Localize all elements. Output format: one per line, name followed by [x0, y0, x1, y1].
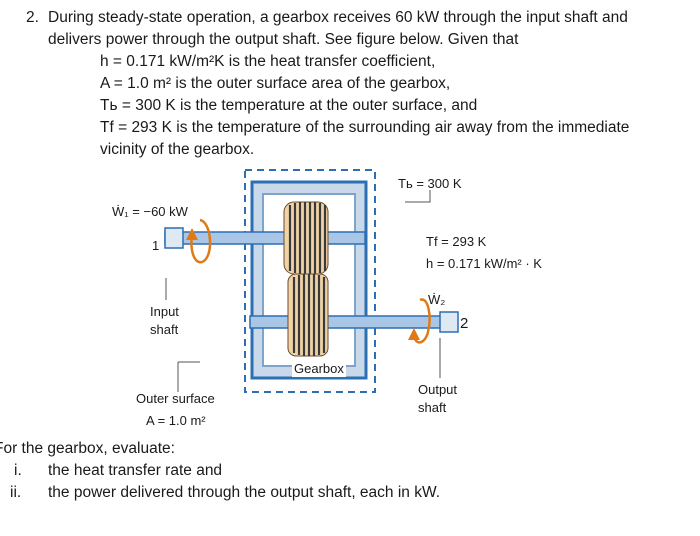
given-vicinity: vicinity of the gearbox.	[100, 141, 255, 158]
evaluate-intro: For the gearbox, evaluate:	[0, 440, 175, 457]
gearbox-label: Gearbox	[292, 361, 346, 377]
task-1-text: the heat transfer rate and	[48, 462, 223, 479]
problem-number: 2.	[26, 9, 39, 26]
output-shaft-end	[439, 311, 459, 333]
h-label: h = 0.171 kW/m² · K	[426, 256, 542, 271]
task-2-text: the power delivered through the output s…	[48, 484, 441, 501]
lower-gear	[287, 273, 329, 357]
station-1-label: 1	[152, 238, 160, 253]
output-rotation-arrow	[408, 298, 431, 344]
input-shaft-end	[164, 227, 184, 249]
control-boundary	[244, 169, 376, 393]
given-area: A = 1.0 m² is the outer surface area of …	[100, 75, 451, 92]
tb-label: Tь = 300 K	[398, 176, 462, 191]
problem-intro-line1: During steady-state operation, a gearbox…	[48, 9, 628, 26]
task-1-marker: i.	[14, 462, 22, 479]
given-tf: Tf = 293 K is the temperature of the sur…	[100, 119, 630, 136]
tf-label: Tf = 293 K	[426, 234, 487, 249]
upper-gear	[283, 201, 329, 275]
problem-intro-line2: delivers power through the output shaft.…	[48, 31, 519, 48]
input-shaft-label-2: shaft	[150, 322, 179, 337]
given-h: h = 0.171 kW/m²K is the heat transfer co…	[100, 53, 436, 70]
w1-label: Ẇ₁ = −60 kW	[112, 204, 188, 219]
area-label: A = 1.0 m²	[146, 413, 206, 428]
input-shaft-label-1: Input	[150, 304, 179, 319]
tb-leader	[405, 190, 431, 203]
given-tb: Tь = 300 K is the temperature at the out…	[100, 97, 478, 114]
input-rotation-arrow	[186, 218, 212, 264]
station-2-label: 2	[460, 315, 469, 332]
output-shaft-label-1: Output	[418, 382, 458, 397]
task-2-marker: ii.	[10, 484, 22, 501]
w2-label: Ẇ₂	[428, 292, 446, 307]
outer-surface-label: Outer surface	[136, 391, 215, 406]
output-shaft-label-2: shaft	[418, 400, 447, 415]
output-shaft	[249, 315, 457, 329]
